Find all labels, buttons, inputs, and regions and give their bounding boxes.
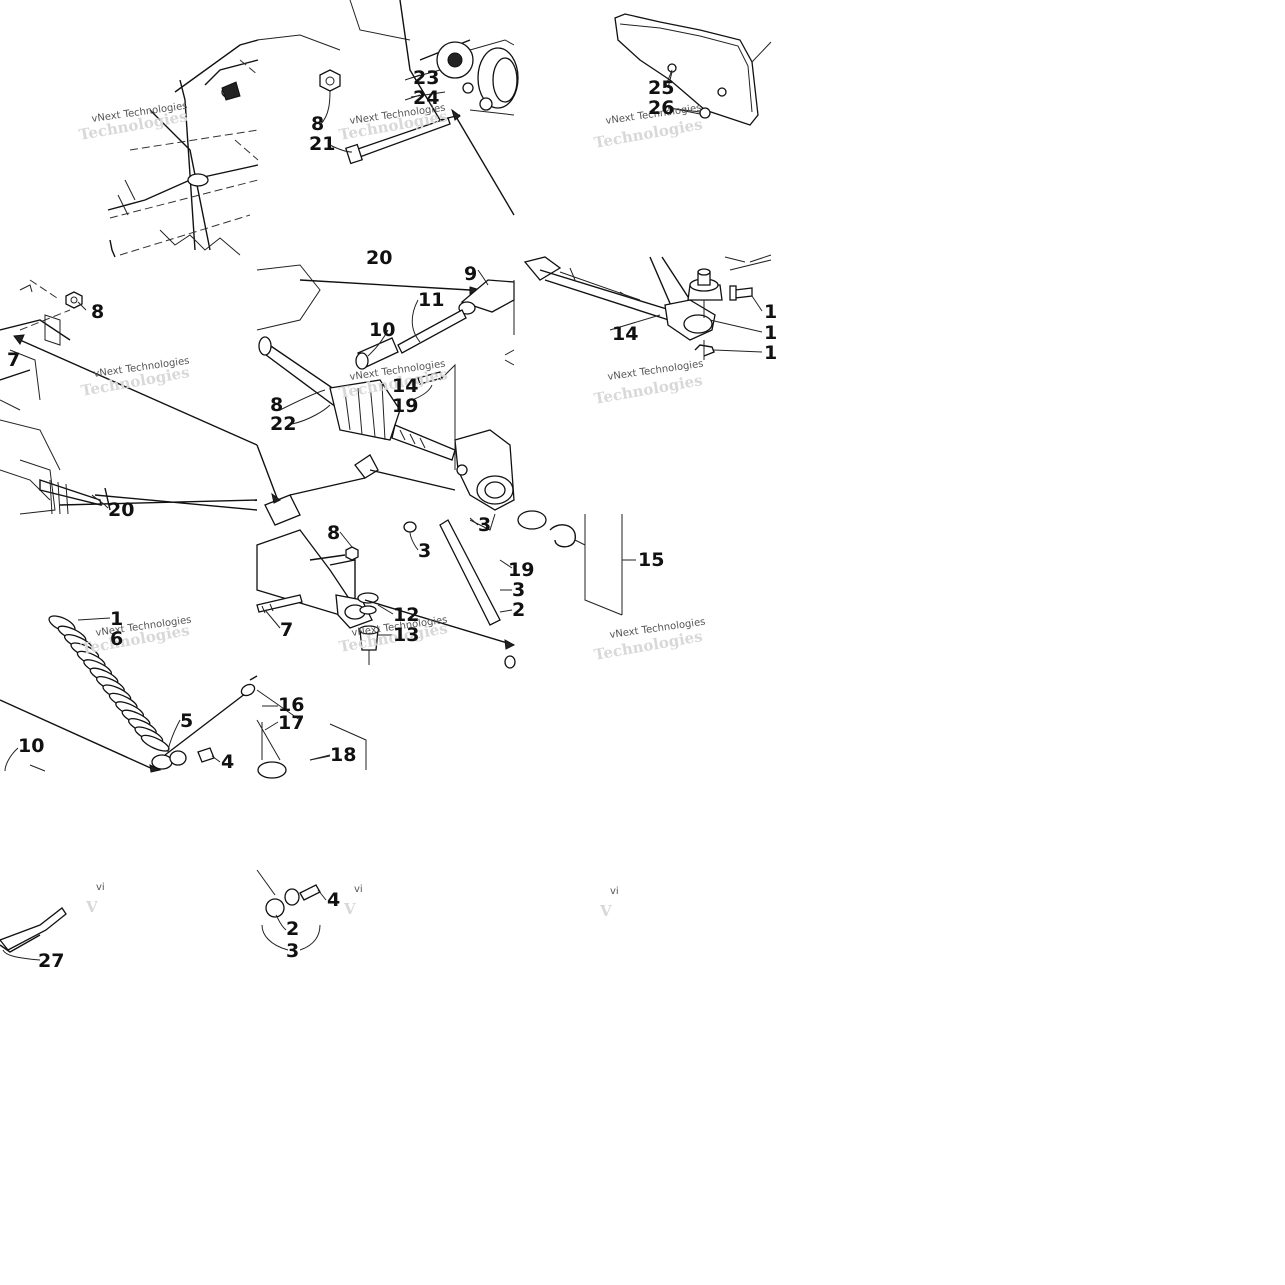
- callout-5: 5: [180, 710, 193, 732]
- callout-7: 7: [280, 619, 293, 641]
- callout-1: 1: [110, 608, 123, 630]
- callout-16: 16: [278, 694, 304, 716]
- callout-1: 1: [764, 322, 777, 344]
- callout-19: 19: [508, 559, 534, 581]
- callout-1: 1: [764, 301, 777, 323]
- callout-11: 11: [418, 289, 444, 311]
- callout-9: 9: [464, 263, 477, 285]
- svg-text:vi: vi: [96, 882, 105, 893]
- svg-text:V: V: [85, 898, 98, 916]
- callout-22: 22: [270, 413, 296, 435]
- callout-10: 10: [369, 319, 395, 341]
- callout-8: 8: [327, 522, 340, 544]
- callout-20: 20: [366, 247, 392, 269]
- svg-text:V: V: [599, 902, 612, 920]
- callout-3: 3: [512, 579, 525, 601]
- callout-6: 6: [110, 628, 123, 650]
- callout-14: 14: [612, 323, 638, 345]
- callout-14: 14: [392, 375, 418, 397]
- callout-4: 4: [221, 751, 234, 773]
- clip-ring-drawing: [517, 510, 636, 616]
- callout-18: 18: [330, 744, 356, 766]
- callout-8: 8: [91, 301, 104, 323]
- callout-3: 3: [286, 940, 299, 962]
- callout-24: 24: [413, 87, 439, 109]
- lower-arm-drawing: [256, 513, 516, 761]
- tie-rod-drawing: [523, 254, 772, 360]
- callout-7: 7: [7, 349, 20, 371]
- callout-25: 25: [648, 77, 674, 99]
- watermarks: Technologies vNext Technologies Technolo…: [78, 101, 707, 920]
- callout-13: 13: [393, 624, 419, 646]
- suspension-axle-drawing: [256, 264, 515, 526]
- leader-lines: [2, 69, 763, 961]
- callout-8: 8: [311, 113, 324, 135]
- skid-guard-drawing: [614, 13, 772, 126]
- callout-3: 3: [418, 540, 431, 562]
- small-parts-drawing: [0, 722, 367, 953]
- callout-26: 26: [648, 97, 674, 119]
- callout-12: 12: [393, 604, 419, 626]
- callout-1: 1: [764, 342, 777, 364]
- hub-knuckle-drawing: [256, 0, 519, 216]
- callout-19: 19: [392, 395, 418, 417]
- svg-text:vi: vi: [610, 886, 619, 897]
- callout-27: 27: [38, 950, 64, 972]
- callout-23: 23: [413, 67, 439, 89]
- callout-labels: 23 24 8 21 25 26 20 9 11 10 14 19 8 22 8…: [7, 67, 777, 972]
- svg-text:vi: vi: [354, 884, 363, 895]
- callout-2: 2: [286, 918, 299, 940]
- callout-21: 21: [309, 133, 335, 155]
- svg-text:V: V: [343, 900, 356, 918]
- callout-10: 10: [18, 735, 44, 757]
- spring-coil: [140, 734, 170, 752]
- callout-4: 4: [327, 889, 340, 911]
- callout-8: 8: [270, 394, 283, 416]
- frame-assembly-drawing: [107, 39, 259, 258]
- callout-15: 15: [638, 549, 664, 571]
- callout-2: 2: [512, 599, 525, 621]
- frame-side-drawing: [0, 279, 258, 515]
- callout-3: 3: [478, 514, 491, 536]
- spring-shock-drawing: [0, 615, 258, 773]
- callout-17: 17: [278, 712, 304, 734]
- callout-20: 20: [108, 499, 134, 521]
